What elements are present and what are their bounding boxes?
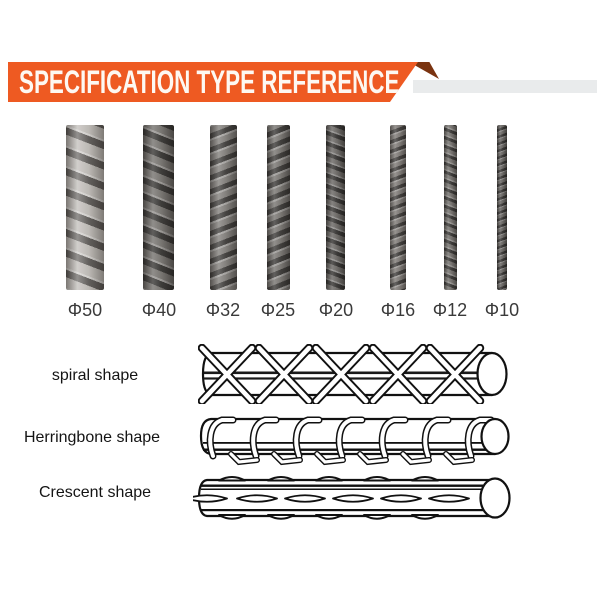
spiral-shape-label: spiral shape — [51, 367, 139, 384]
rebar-size-label-12: Φ12 — [432, 300, 468, 320]
rebar-size-label-40: Φ40 — [141, 300, 177, 320]
rebar-size-label-16: Φ16 — [380, 300, 416, 320]
herringbone-shape-label: Herringbone shape — [23, 429, 161, 446]
rebar-size-label-32: Φ32 — [205, 300, 241, 320]
rebar-photo-40 — [143, 125, 174, 290]
crescent-shape-drawing — [193, 476, 511, 520]
rebar-size-label-20: Φ20 — [318, 300, 354, 320]
rebar-photo-50 — [66, 125, 104, 290]
crescent-shape-label: Crescent shape — [38, 484, 152, 501]
rebar-photo-12 — [444, 125, 457, 290]
rebar-size-label-50: Φ50 — [67, 300, 103, 320]
spiral-shape-drawing — [198, 344, 508, 404]
banner-tail-bar — [413, 80, 597, 93]
rebar-size-label-25: Φ25 — [260, 300, 296, 320]
rebar-size-label-10: Φ10 — [484, 300, 520, 320]
rebar-photo-10 — [497, 125, 507, 290]
herringbone-shape-drawing — [199, 416, 510, 466]
page-title: SPECIFICATION TYPE REFERENCE — [19, 64, 400, 100]
rebar-photo-20 — [326, 125, 345, 290]
rebar-photo-32 — [210, 125, 237, 290]
rebar-photo-25 — [267, 125, 290, 290]
rebar-photo-16 — [390, 125, 406, 290]
header-banner: SPECIFICATION TYPE REFERENCE — [8, 62, 418, 102]
